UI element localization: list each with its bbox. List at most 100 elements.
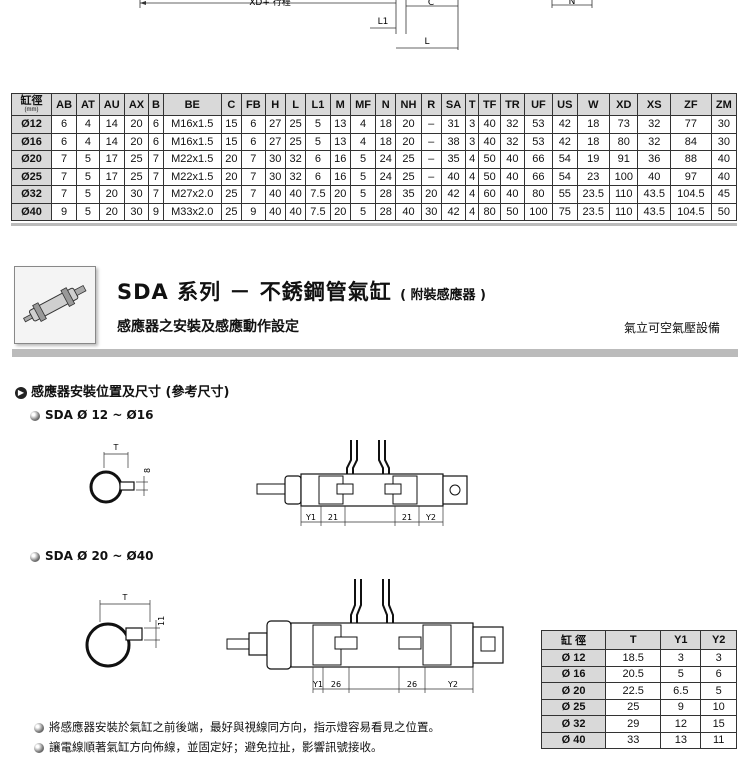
table-cell: 30 xyxy=(123,185,150,204)
table-cell: 18.5 xyxy=(605,649,662,667)
section-title-text: 感應器安裝位置及尺寸 (參考尺寸) xyxy=(31,385,230,400)
clamp-h-label: 11 xyxy=(157,616,166,626)
table-cell: 97 xyxy=(670,167,712,186)
table-cell: 7 xyxy=(241,185,266,204)
table-cell: 110 xyxy=(609,202,639,221)
table-cell: 17 xyxy=(98,167,125,186)
table-cell: 5 xyxy=(305,115,331,134)
cylinder-drawing-large: Y1 26 26 Y2 xyxy=(226,579,504,693)
table-cell: 9 xyxy=(241,202,266,221)
table-cell: 40 xyxy=(500,185,525,204)
table-cell: 6.5 xyxy=(660,682,702,700)
table-cell: 5 xyxy=(305,132,331,151)
table-cell: 55 xyxy=(552,185,578,204)
y2-label: Y2 xyxy=(447,680,458,689)
table-cell: 13 xyxy=(329,115,351,134)
table-cell: 6 xyxy=(148,132,164,151)
cylinder-drawing-small: Y1 21 21 Y2 xyxy=(256,440,468,526)
table-cell: 25 xyxy=(220,202,243,221)
table-cell: 80 xyxy=(523,185,554,204)
table-cell: 30 xyxy=(710,132,738,151)
table-cell: 110 xyxy=(609,185,639,204)
table-cell: M16x1.5 xyxy=(162,132,222,151)
table-cell: 14 xyxy=(98,115,125,134)
table-cell: 18 xyxy=(576,132,611,151)
table-cell: 80 xyxy=(478,202,502,221)
table-cell: 40 xyxy=(478,115,502,134)
col-header: SA xyxy=(440,93,467,116)
table-cell: 75 xyxy=(552,202,578,221)
table-cell: 32 xyxy=(637,115,672,134)
sensor-table-header-row: 缸 徑 T Y1 Y2 xyxy=(540,630,737,650)
table-cell: 7 xyxy=(50,167,78,186)
table-cell: 10 xyxy=(700,698,737,716)
table-cell: 3 xyxy=(700,649,737,667)
y1-label: Y1 xyxy=(305,513,316,522)
table-cell: 38 xyxy=(440,132,467,151)
col-header: MF xyxy=(349,93,377,116)
table-cell: 20.5 xyxy=(605,665,662,683)
y1-label: Y1 xyxy=(312,680,323,689)
table-cell: 45 xyxy=(710,185,738,204)
row-header: Ø16 xyxy=(11,132,52,151)
table-cell: 40 xyxy=(284,202,307,221)
table-cell: 18 xyxy=(375,115,397,134)
table-cell: 3 xyxy=(660,649,702,667)
table-cell: 16 xyxy=(329,150,351,169)
table-cell: 14 xyxy=(98,132,125,151)
table-cell: 30 xyxy=(710,115,738,134)
table-cell: 6 xyxy=(50,132,78,151)
sub-title-sda-20-40: SDA Ø 20 ~ Ø40 xyxy=(30,549,153,563)
table-cell: 42 xyxy=(440,202,467,221)
table-cell: 50 xyxy=(478,167,502,186)
dim-21-left: 21 xyxy=(328,513,338,522)
bullet-icon xyxy=(30,410,40,421)
col-header: H xyxy=(264,93,286,116)
row-header: Ø40 xyxy=(11,202,52,221)
table-cell: 88 xyxy=(670,150,712,169)
table-cell: 4 xyxy=(76,132,100,151)
table-cell: 20 xyxy=(220,167,243,186)
table-cell: 40 xyxy=(500,167,525,186)
dim-l1-label: L1 xyxy=(378,17,389,27)
table-cell: 9 xyxy=(148,202,164,221)
table-cell: 28 xyxy=(375,185,397,204)
col-header: C xyxy=(220,93,243,116)
table-cell: 50 xyxy=(500,202,525,221)
table-cell: 5 xyxy=(76,150,100,169)
table-cell: 43.5 xyxy=(637,202,672,221)
table-cell: 30 xyxy=(264,150,286,169)
table-cell: 104.5 xyxy=(670,185,712,204)
table-cell: 4 xyxy=(349,115,377,134)
col-header: AT xyxy=(76,93,100,116)
note-text: 將感應器安裝於氣缸之前後端，最好與視線同方向，指示燈容易看見之位置。 xyxy=(49,720,440,734)
table-cell: 40 xyxy=(710,167,738,186)
col-header: XD xyxy=(609,93,639,116)
col-header: M xyxy=(329,93,351,116)
page-title: SDA 系列 － 不銹鋼管氣缸 ( 附裝感應器 ) xyxy=(117,276,486,306)
dim-l-label: L xyxy=(424,37,429,47)
table-cell: M33x2.0 xyxy=(162,202,222,221)
table-cell: 20 xyxy=(123,115,150,134)
table-cell: 5 xyxy=(349,185,377,204)
row-header: Ø25 xyxy=(11,167,52,186)
table-cell: 6 xyxy=(241,115,266,134)
table-cell: 27 xyxy=(264,115,286,134)
table-cell: 20 xyxy=(123,132,150,151)
table-cell: 23.5 xyxy=(576,185,611,204)
row-header: Ø 16 xyxy=(540,665,607,683)
table-cell: 29 xyxy=(605,715,662,733)
table-cell: 16 xyxy=(329,167,351,186)
corner-header: 缸徑 (mm) xyxy=(11,93,52,116)
table-cell: 7 xyxy=(148,185,164,204)
table-cell: 104.5 xyxy=(670,202,712,221)
clamp-t-label: T xyxy=(113,443,119,452)
table-cell: 6 xyxy=(305,150,331,169)
table-cell: 22.5 xyxy=(605,682,662,700)
sensor-clamp-drawing-large: T 11 xyxy=(85,593,166,668)
corner-unit: (mm) xyxy=(24,107,39,113)
table-cell: 6 xyxy=(148,115,164,134)
